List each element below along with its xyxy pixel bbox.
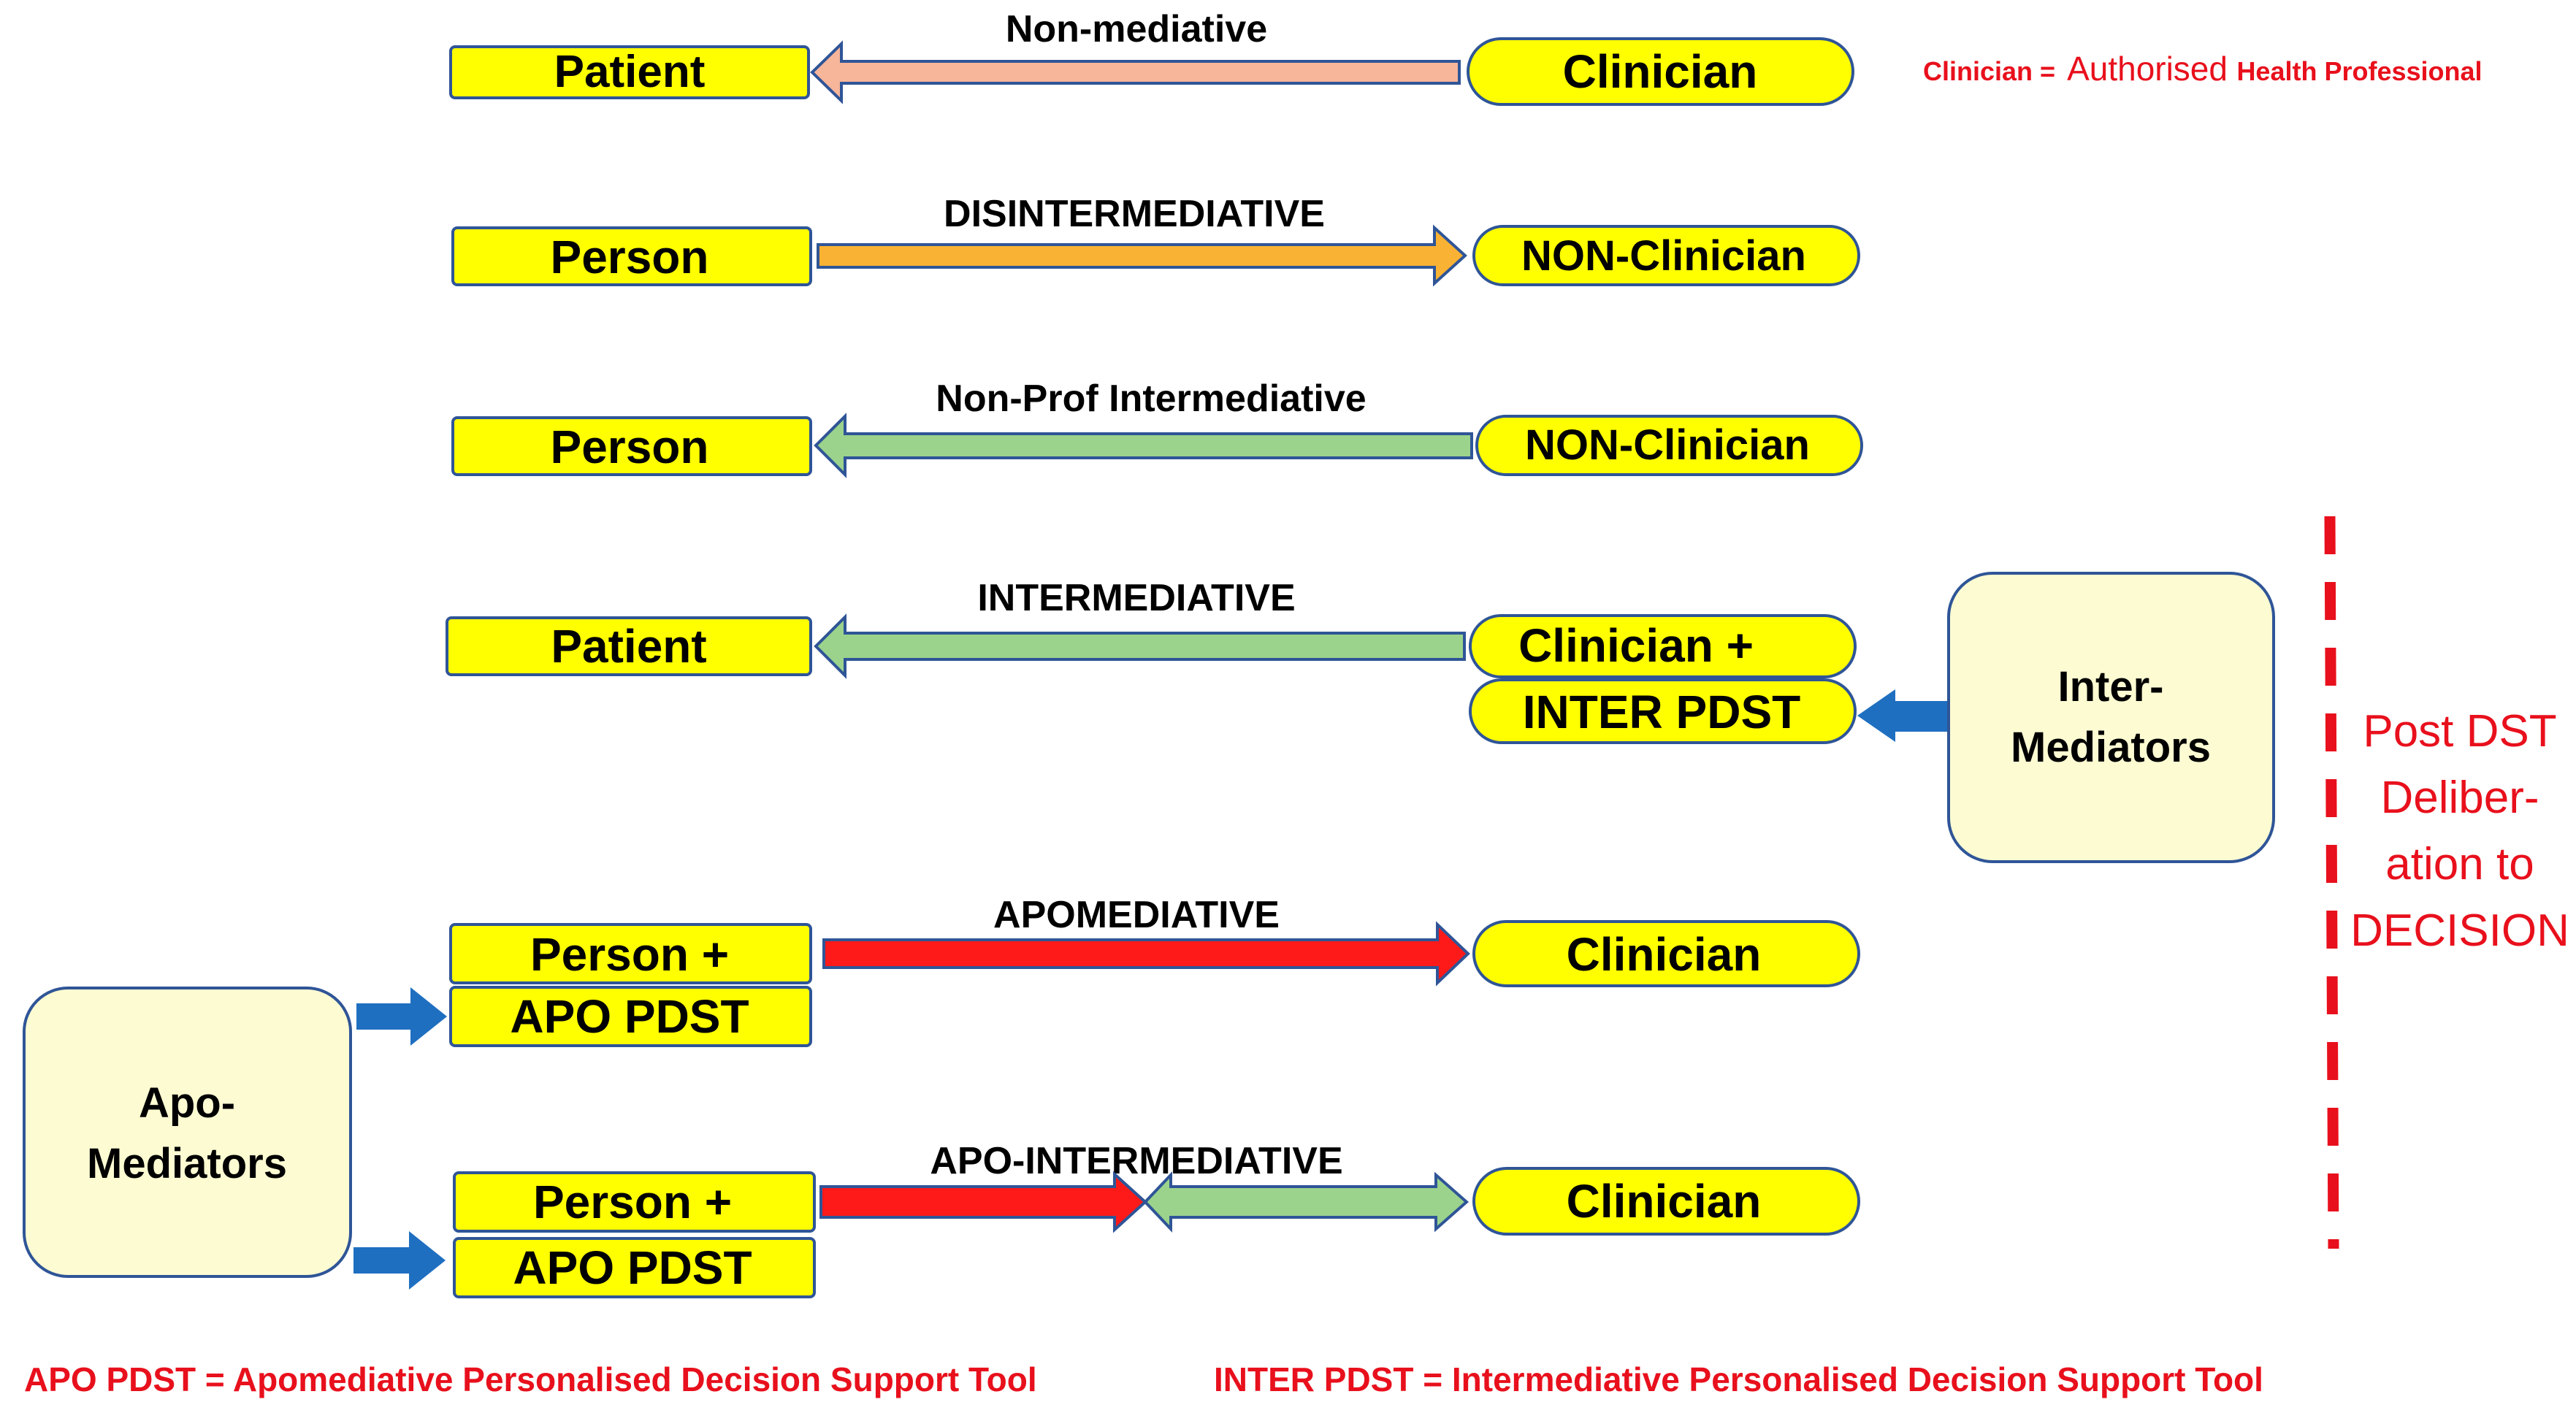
row6-arrow-green [1143,1171,1469,1233]
row5-right-label: Clinician [1567,928,1762,981]
row5-left-box-top [449,923,812,984]
apo-mediators-arrow-bottom [353,1231,446,1290]
row6-left-top-label: Person + [533,1176,732,1228]
row5-left-box-bottom [449,986,812,1047]
row6-left-bottom-label: APO PDST [513,1241,752,1294]
row6-right-box [1472,1167,1860,1236]
footer-inter-definition: INTER PDST = Intermediative Personalised… [1214,1360,2263,1398]
inter-mediators-line1: Inter- [2058,663,2164,711]
row5-left-top-label: Person + [530,928,729,981]
row4-right-box-top [1469,614,1857,678]
legend-prefix: Clinician = [1923,56,2063,86]
apo-mediators-arrow-top [356,987,447,1046]
row3-left-box [451,416,812,476]
apo-mediators-line2: Mediators [87,1140,287,1187]
apo-mediators-line1: Apo- [139,1079,235,1127]
row5-left-bottom-label: APO PDST [510,990,749,1043]
row4-left-box [446,616,812,676]
legend-rest: Health Professional [2236,56,2482,86]
post-dst-line1: Post DST [2363,706,2556,757]
row3-label: Non-Prof Intermediative [936,378,1366,420]
row1-left-label: Patient [554,47,706,97]
row1-left-box [449,45,810,99]
row4-right-bottom-label: INTER PDST [1523,686,1800,738]
inter-mediators-line2: Mediators [2011,724,2211,771]
row6-label: APO-INTERMEDIATIVE [930,1140,1342,1182]
row2-right-box [1472,225,1860,286]
row3-left-label: Person [551,421,709,473]
row5-label: APOMEDIATIVE [993,894,1280,936]
row2-left-box [451,226,812,286]
inter-mediators-arrow [1857,689,1949,742]
row1-label: Non-mediative [1006,8,1267,50]
row6-arrow-red [819,1171,1147,1233]
post-dst-line3: ation to [2385,839,2534,889]
row1-right-label: Clinician [1563,45,1758,98]
row3-right-label: NON-Clinician [1525,421,1810,469]
row1-arrow-left [810,40,1461,104]
row5-arrow-right [822,921,1470,987]
row4-right-top-label: Clinician + [1518,619,1754,672]
row1-right-box [1467,37,1854,106]
legend-word: Authorised [2067,50,2228,88]
apo-mediators-box [23,987,352,1278]
post-dst-line2: Deliber- [2380,773,2539,823]
legend-clinician-definition: Clinician = Authorised Health Profession… [1923,50,2483,88]
row4-left-label: Patient [551,620,706,673]
row6-right-label: Clinician [1567,1175,1762,1228]
row6-left-box-bottom [453,1237,816,1298]
row2-right-label: NON-Clinician [1521,232,1806,280]
post-dst-line4: DECISION [2350,905,2569,956]
row4-right-box-bottom [1469,678,1857,744]
row2-arrow-right [817,224,1467,287]
row2-left-label: Person [551,231,709,283]
row3-right-box [1475,415,1863,476]
row4-label: INTERMEDIATIVE [977,577,1295,619]
row3-arrow-left [814,413,1473,478]
post-dst-dashed-line [2324,516,2339,1249]
row4-arrow-left [814,613,1466,679]
inter-mediators-box [1947,572,2275,863]
footer-apo-definition: APO PDST = Apomediative Personalised Dec… [24,1360,1037,1398]
row5-right-box [1472,920,1860,987]
row2-label: DISINTERMEDIATIVE [944,193,1325,235]
row6-left-box-top [453,1171,816,1233]
